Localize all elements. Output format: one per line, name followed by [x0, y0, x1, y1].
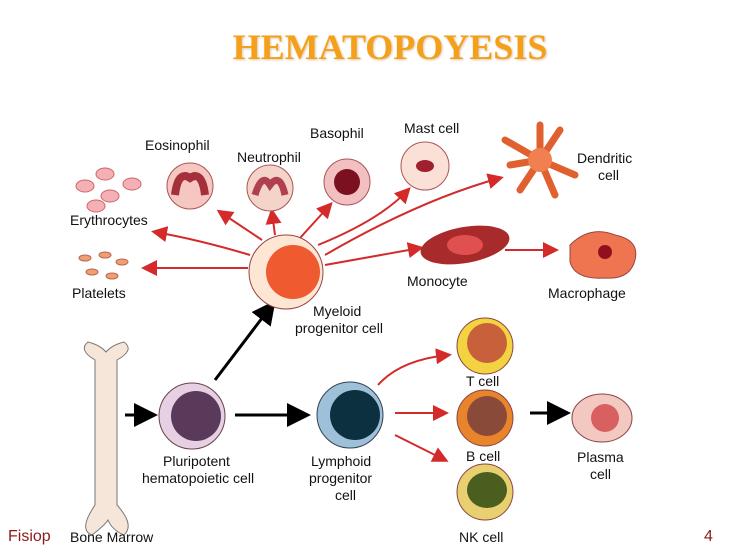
dendritic-cell-icon	[501, 121, 579, 199]
label-dendritic-cell: cell	[598, 167, 619, 183]
erythrocytes-icon	[75, 167, 142, 213]
myeloid-arrows	[141, 173, 559, 462]
myeloid-progenitor-icon	[248, 234, 324, 310]
lineage-arrows	[125, 300, 571, 427]
bone-icon	[83, 341, 129, 536]
label-neutrophil: Neutrophil	[237, 149, 301, 165]
footer-label: Fisiop	[8, 528, 51, 545]
label-bone-marrow: Bone Marrow	[70, 529, 154, 545]
label-platelets: Platelets	[72, 285, 126, 301]
label-plasma-cell: cell	[590, 466, 611, 482]
macrophage-icon	[569, 231, 637, 279]
t-cell-icon	[456, 317, 514, 375]
label-hematopoietic-cell: hematopoietic cell	[142, 470, 254, 486]
platelets-icon	[78, 251, 129, 280]
label-pluripotent: Pluripotent	[163, 453, 230, 469]
label-eosinophil: Eosinophil	[145, 137, 210, 153]
label-nk-cell: NK cell	[459, 529, 503, 545]
label-erythrocytes: Erythrocytes	[70, 212, 148, 228]
label-t-cell: T cell	[466, 373, 499, 389]
label-basophil: Basophil	[310, 125, 364, 141]
pluripotent-cell-icon	[158, 382, 226, 450]
plasma-cell-icon	[571, 393, 633, 443]
label-b-cell: B cell	[466, 448, 500, 464]
nk-cell-icon	[456, 463, 514, 521]
mast-cell-icon	[400, 141, 450, 191]
slide-title: HEMATOPOYESIS	[232, 27, 548, 67]
eosinophil-icon	[166, 162, 214, 210]
label-monocyte: Monocyte	[407, 273, 468, 289]
label-myeloid: Myeloid	[313, 303, 361, 319]
page-number: 4	[704, 528, 713, 545]
monocyte-icon	[420, 225, 510, 265]
label-progenitor-cell: progenitor cell	[295, 320, 383, 336]
label-mast-cell: Mast cell	[404, 120, 459, 136]
label-dendritic: Dendritic	[577, 150, 632, 166]
label-lymphoid-cell: cell	[335, 487, 356, 503]
label-macrophage: Macrophage	[548, 285, 626, 301]
label-plasma: Plasma	[577, 449, 624, 465]
neutrophil-icon	[246, 164, 294, 212]
label-lymphoid-progenitor: progenitor	[309, 470, 372, 486]
lymphoid-progenitor-icon	[316, 381, 384, 449]
label-lymphoid: Lymphoid	[311, 453, 371, 469]
b-cell-icon	[456, 389, 514, 447]
basophil-icon	[323, 158, 371, 206]
